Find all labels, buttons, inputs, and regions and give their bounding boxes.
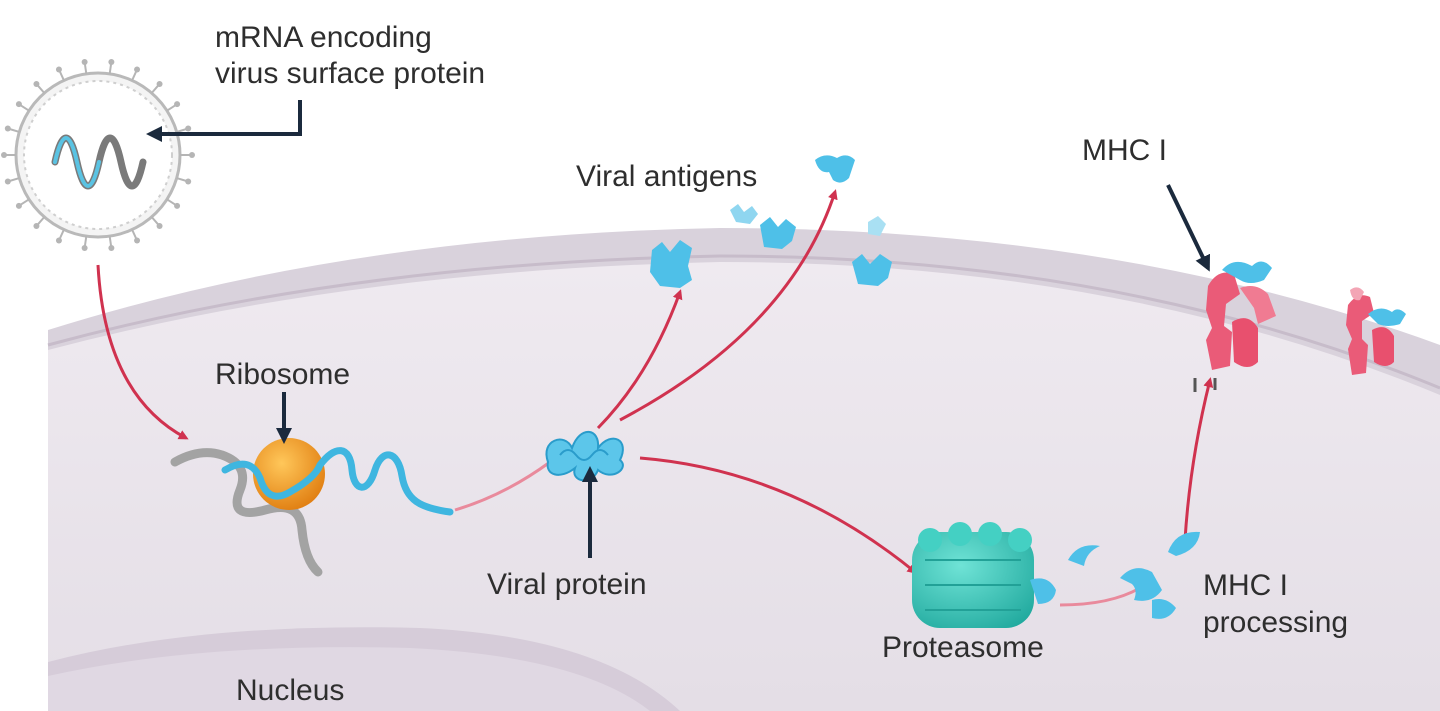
pathway-arrows xyxy=(96,189,1214,607)
antigen-icon xyxy=(815,155,855,183)
arrow-to-processing xyxy=(1059,586,1141,607)
cell-cytoplasm xyxy=(48,262,1440,711)
polypeptide-chain xyxy=(221,447,454,516)
label-pointers xyxy=(146,100,1210,558)
label-nucleus: Nucleus xyxy=(236,674,344,707)
arrow-to-antigen-1 xyxy=(596,289,683,430)
label-mrna-line1: mRNA encoding xyxy=(215,21,432,54)
antigen-icon xyxy=(852,254,892,286)
arrow-to-proteasome xyxy=(639,456,918,574)
virus-spike-tip xyxy=(108,245,115,252)
virus-spike-tip xyxy=(134,66,141,73)
antigen-icon xyxy=(650,240,692,288)
virus-spike-tip xyxy=(174,101,181,108)
virus-spike-tip xyxy=(15,101,22,108)
virus-spike-tip xyxy=(156,223,163,230)
virus-spike-tip xyxy=(81,245,88,252)
virus-spike-tip xyxy=(189,152,195,158)
virus-spike-tip xyxy=(108,58,115,65)
label-proteasome: Proteasome xyxy=(882,631,1044,664)
label-mhc1: MHC I xyxy=(1082,134,1167,167)
viral-protein-icon xyxy=(545,430,624,482)
virus-spike-tip xyxy=(81,58,88,65)
proteasome-icon xyxy=(912,522,1056,628)
membrane-inner-line xyxy=(47,254,1440,390)
antigen-icon xyxy=(730,204,758,224)
pointer-mrna xyxy=(146,100,302,142)
mhc1-icon xyxy=(1193,261,1276,392)
virus-particle xyxy=(1,58,195,252)
antigen-icon xyxy=(760,217,796,249)
ribosome-complex xyxy=(170,438,454,577)
virus-spike-tip xyxy=(185,125,192,132)
arrow-to-viral-protein xyxy=(454,460,551,512)
label-mrna-line2: virus surface protein xyxy=(215,57,485,90)
cell xyxy=(47,228,1440,711)
virus-spikes xyxy=(1,58,195,252)
viral-antigens xyxy=(650,155,892,288)
virus-spike-tip xyxy=(33,80,40,87)
label-mhc1-processing-line2: processing xyxy=(1203,606,1348,639)
arrow-entry xyxy=(96,264,189,440)
label-ribosome: Ribosome xyxy=(215,358,350,391)
mhc1-icon xyxy=(1346,287,1406,375)
virus-spike-tip xyxy=(55,66,62,73)
labels: mRNA encoding virus surface protein Vira… xyxy=(215,21,1348,707)
nucleus-inner xyxy=(48,647,650,711)
peptide-fragments xyxy=(1068,531,1200,619)
virus-spike-tip xyxy=(55,237,62,244)
virus-spike-tip xyxy=(15,202,22,209)
virus-spike-tip xyxy=(156,80,163,87)
virus-spike-tip xyxy=(185,178,192,185)
label-viral-protein: Viral protein xyxy=(487,568,647,601)
virus-spike-tip xyxy=(4,125,11,132)
antigen-icon xyxy=(868,216,886,236)
virus-spike-tip xyxy=(174,202,181,209)
pointer-mhc1 xyxy=(1166,184,1210,272)
virus-spike-tip xyxy=(1,152,7,158)
virus-spike-tip xyxy=(134,237,141,244)
arrow-to-antigen-2 xyxy=(619,189,838,422)
ribosome-mrna-gray xyxy=(170,448,323,577)
label-viral-antigens: Viral antigens xyxy=(576,160,757,193)
label-mhc1-processing-line1: MHC I xyxy=(1203,569,1288,602)
mhc1-molecules xyxy=(1193,261,1406,392)
arrow-to-mhc xyxy=(1183,377,1214,541)
virus-spike-tip xyxy=(33,223,40,230)
virus-spike-tip xyxy=(4,178,11,185)
